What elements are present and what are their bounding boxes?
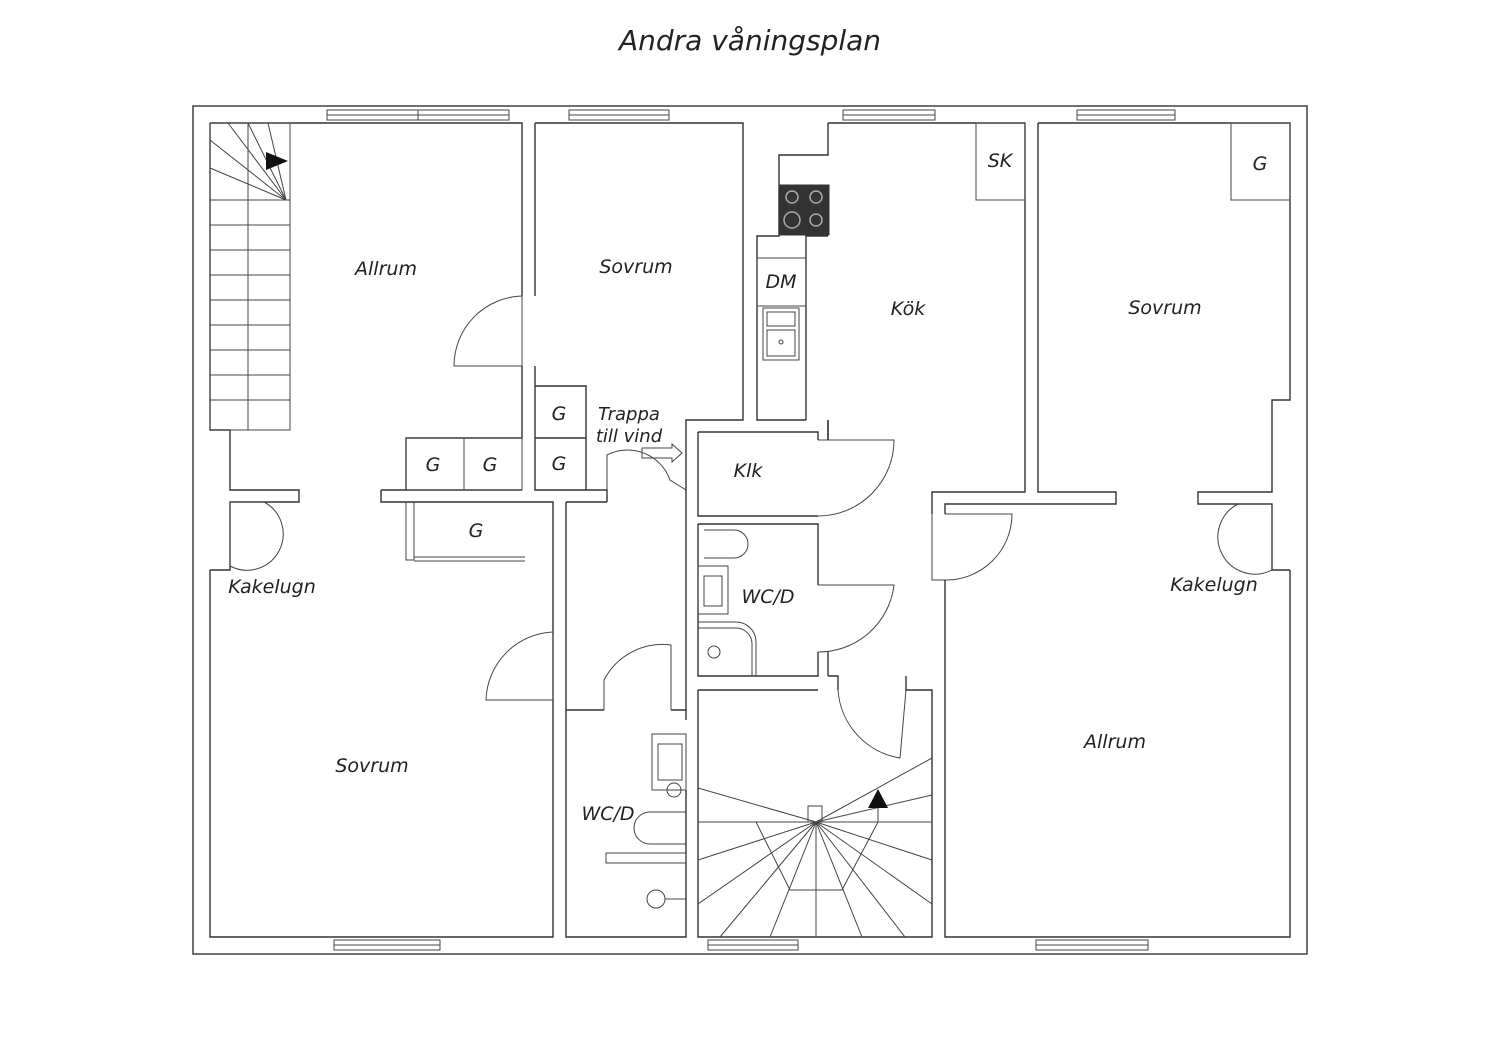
label-g-row-1: G [426, 454, 441, 476]
kakelugn-right-icon [1217, 503, 1273, 575]
label-g-row-2: G [483, 454, 498, 476]
arrow-to-attic-icon [641, 442, 683, 464]
label-kakelugn-left: Kakelugn [228, 576, 316, 598]
label-g-closet: G [469, 520, 484, 542]
door-sovrum-top[interactable] [453, 295, 523, 367]
door-attic[interactable] [606, 449, 687, 491]
label-sovrum-bottom: Sovrum [335, 755, 408, 777]
window-top-4 [1076, 109, 1176, 121]
wall-kok [756, 122, 1026, 514]
stove-icon [778, 184, 830, 236]
label-kok: Kök [891, 298, 926, 320]
staircase-left [209, 122, 291, 431]
plan-title: Andra våningsplan [618, 24, 882, 57]
door-klk[interactable] [817, 439, 895, 517]
window-top-2 [568, 109, 670, 121]
label-g-sovrum-1: G [552, 403, 567, 425]
stair-arrow-left-icon [266, 152, 288, 170]
stair-arrow-spiral-icon [868, 789, 888, 808]
kakelugn-left-icon [229, 501, 284, 571]
label-wcd-lower: WC/D [581, 803, 634, 825]
door-wcd-lower[interactable] [603, 643, 672, 710]
door-sovrum-bottom[interactable] [485, 631, 554, 701]
bathroom-fixtures-lower [605, 733, 687, 909]
window-top-3 [842, 109, 936, 121]
cabinet-sk [975, 122, 1026, 201]
cabinets-g-row [405, 437, 523, 491]
window-top-1 [326, 109, 510, 121]
staircase-spiral [697, 757, 933, 938]
outer-wall [192, 105, 1308, 955]
label-sovrum-top: Sovrum [599, 256, 672, 278]
label-g-sovrum-2: G [552, 453, 567, 475]
label-trappa-line1: Trappa [598, 404, 660, 425]
wall-allrum-right [944, 570, 1291, 938]
door-wcd-upper[interactable] [817, 584, 895, 653]
label-trappa-line2: till vind [596, 426, 663, 447]
wall-klk [697, 420, 829, 677]
label-dm: DM [765, 271, 796, 293]
label-allrum-right: Allrum [1082, 731, 1146, 753]
window-bottom-2 [707, 939, 799, 951]
label-klk: Klk [734, 460, 764, 482]
cabinet-g-right [1230, 122, 1291, 201]
door-stair-hall[interactable] [837, 689, 907, 759]
window-bottom-3 [1035, 939, 1149, 951]
label-kakelugn-right: Kakelugn [1170, 574, 1258, 596]
window-bottom-1 [333, 939, 441, 951]
dishwasher [756, 257, 807, 307]
label-wcd-upper: WC/D [741, 586, 794, 608]
bathroom-fixtures-upper [697, 529, 757, 676]
door-kok[interactable] [931, 513, 1013, 581]
wall-stair-hall [697, 652, 933, 938]
label-sk: SK [988, 150, 1014, 172]
wall-mid-horizontal [380, 489, 687, 710]
label-g-right: G [1253, 153, 1268, 175]
wall-wcd-lower [565, 620, 687, 938]
label-sovrum-right: Sovrum [1128, 297, 1201, 319]
wall-sovrum-bottom [209, 570, 554, 938]
wall-sovrum-right [944, 122, 1291, 571]
wall-allrum-left [209, 122, 523, 571]
closet-sliding [405, 502, 525, 562]
sink-icon [762, 307, 800, 361]
label-allrum-left: Allrum [353, 258, 417, 280]
wall-sovrum-top [534, 122, 744, 502]
